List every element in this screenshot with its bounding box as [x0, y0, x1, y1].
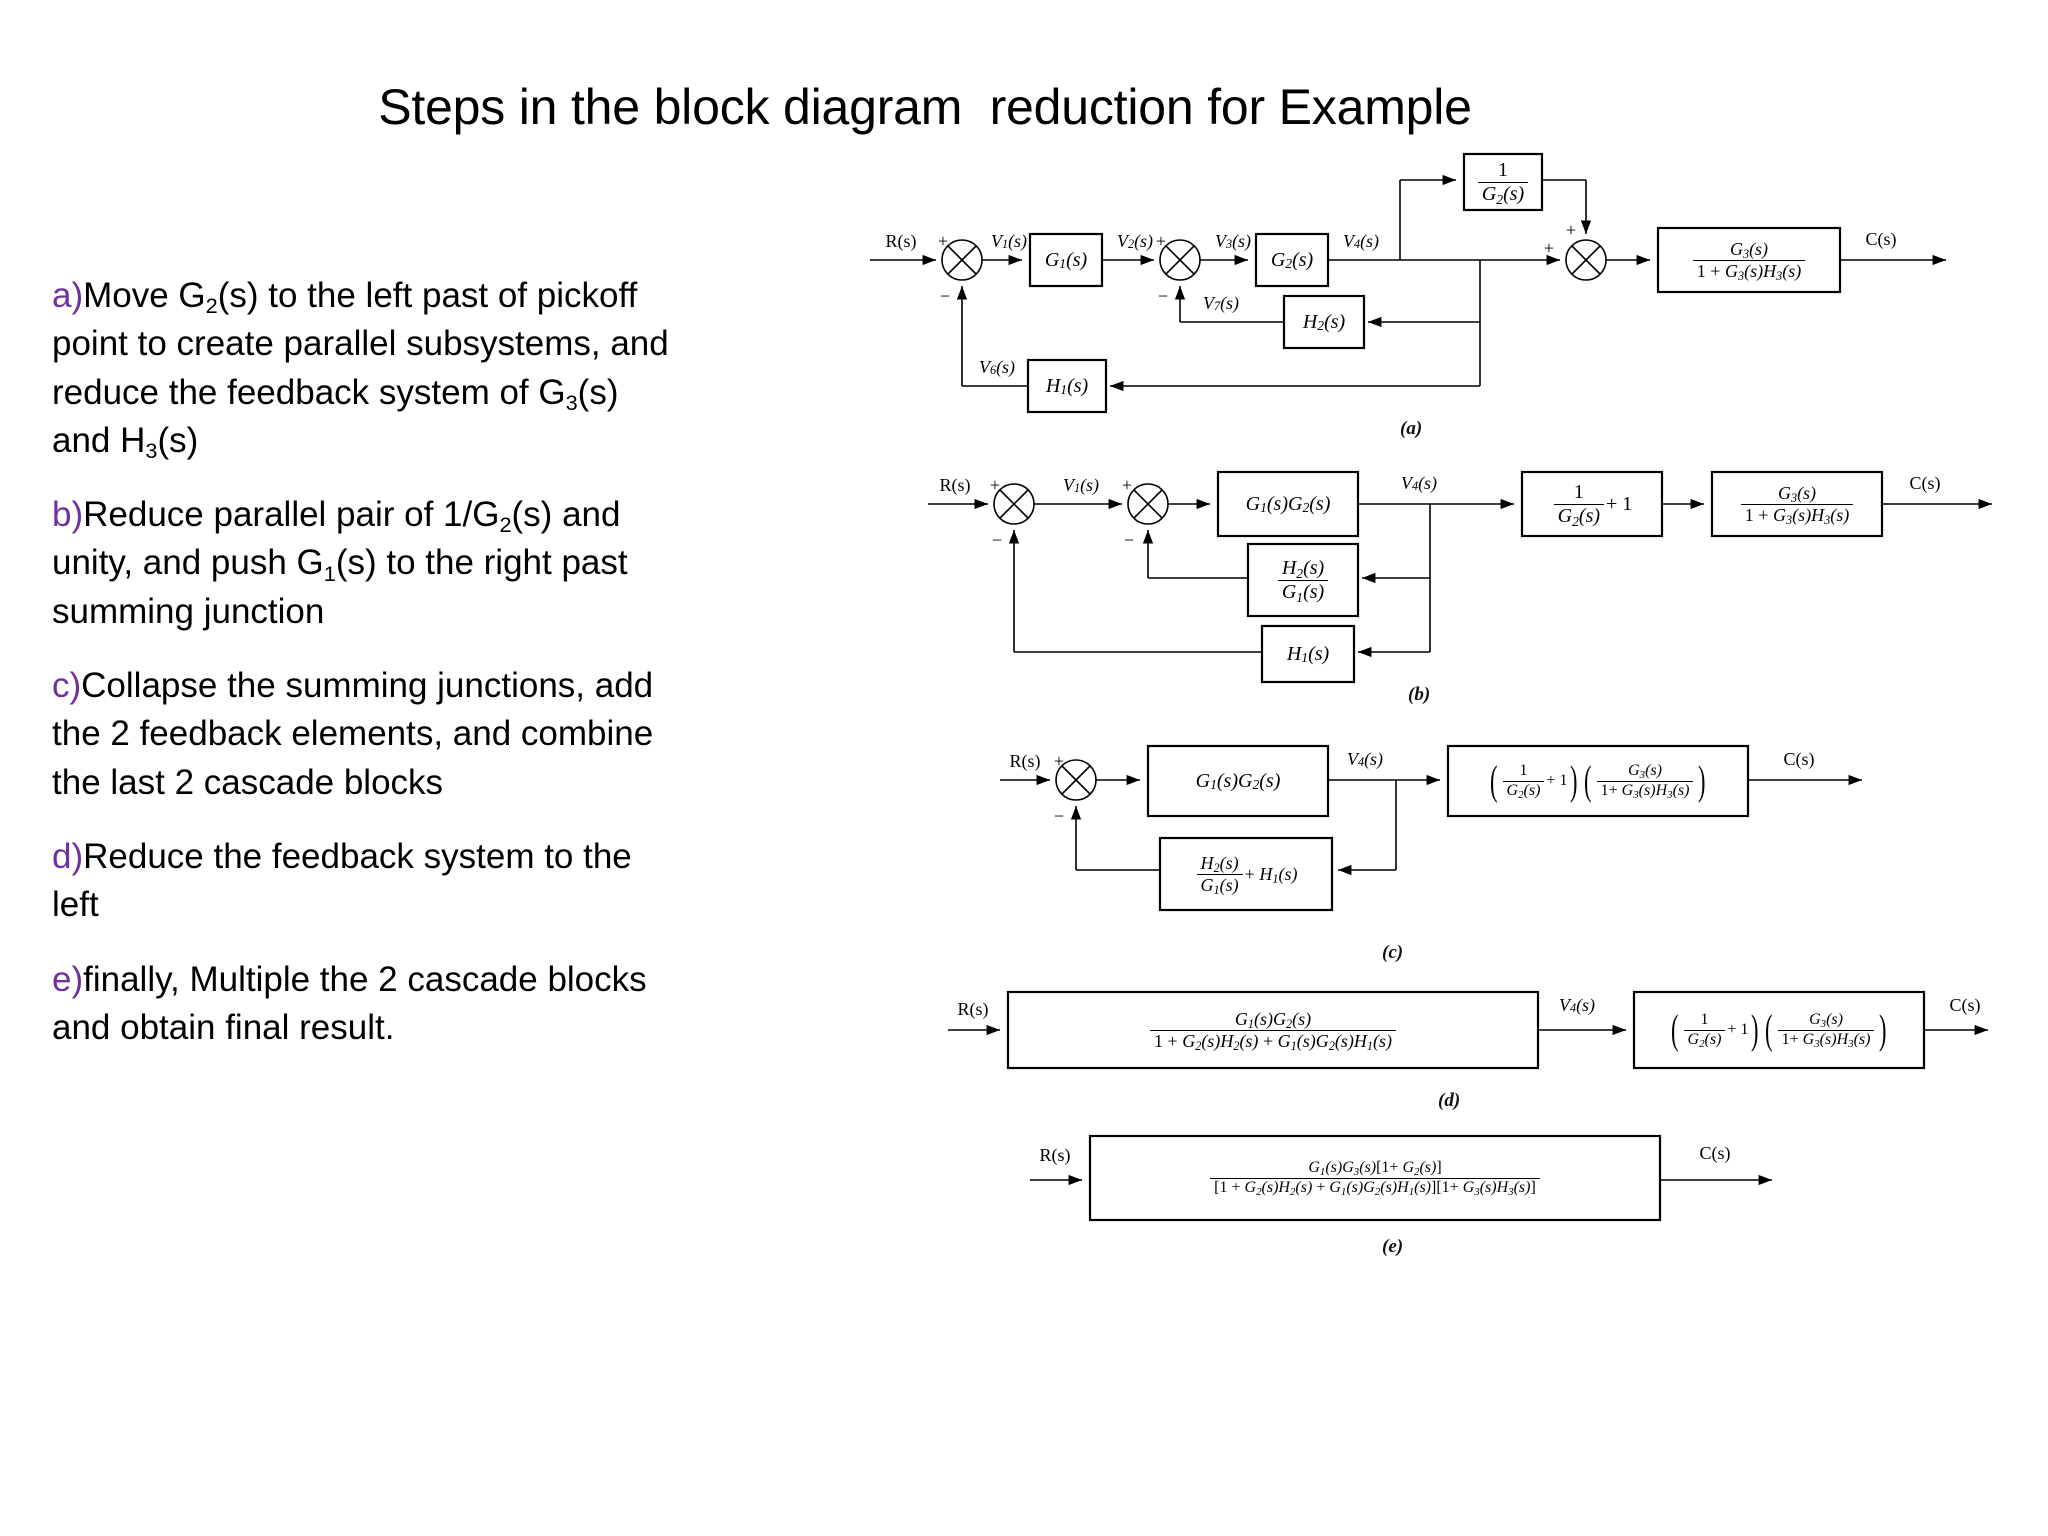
- block-combined-feedback: H2(s)G1(s)+ H1(s): [1160, 838, 1332, 910]
- list-item: e)finally, Multiple the 2 cascade blocks…: [52, 956, 672, 1053]
- block-g3-closed-loop: G3(s)1 + G3(s)H3(s): [1712, 472, 1882, 536]
- steps-list: a)Move G2(s) to the left past of pickoff…: [52, 272, 672, 1078]
- list-item: d)Reduce the feedback system to the left: [52, 833, 672, 930]
- block-final-transfer-function: G1(s)G3(s)[1+ G2(s)][1 + G2(s)H2(s) + G1…: [1090, 1136, 1660, 1220]
- signal-label-rs: R(s): [1009, 750, 1041, 771]
- list-item-marker: b): [52, 495, 84, 535]
- list-item-text: finally, Multiple the 2 cascade blocks a…: [52, 959, 647, 1047]
- sign-plus: +: [1155, 230, 1167, 251]
- figure-label-d: (d): [1438, 1090, 1461, 1111]
- list-item-text: Reduce parallel pair of 1/G2(s) and unit…: [52, 495, 628, 631]
- list-item-marker: e): [52, 959, 84, 999]
- block-g3-closed-loop: G3(s)1 + G3(s)H3(s): [1658, 228, 1840, 292]
- signal-label-rs: R(s): [957, 998, 989, 1019]
- signal-label-cs: C(s): [1699, 1142, 1731, 1163]
- signal-label-rs: R(s): [939, 474, 971, 495]
- sign-plus: +: [1543, 237, 1555, 258]
- signal-label-cs: C(s): [1949, 994, 1981, 1015]
- list-item: b)Reduce parallel pair of 1/G2(s) and un…: [52, 491, 672, 636]
- sign-plus: +: [989, 474, 1001, 495]
- figure-label-a: (a): [1400, 418, 1423, 439]
- sign-plus: +: [1565, 219, 1577, 240]
- figure-label-e: (e): [1382, 1236, 1404, 1257]
- sign-minus: −: [991, 529, 1003, 550]
- list-item-text: Reduce the feedback system to the left: [52, 836, 632, 925]
- figure-label-b: (b): [1408, 684, 1431, 705]
- signal-label-rs: R(s): [1039, 1144, 1071, 1165]
- sign-plus: +: [1053, 750, 1065, 771]
- signal-label-rs: R(s): [885, 230, 917, 251]
- figure-e: R(s) G1(s)G3(s)[1+ G2(s)][1 + G2(s)H2(s)…: [1020, 1118, 1980, 1257]
- signal-label-cs: C(s): [1865, 228, 1897, 249]
- list-item-marker: c): [52, 666, 82, 706]
- list-item-marker: a): [52, 276, 84, 315]
- block-h2-over-g1: H2(s)G1(s): [1248, 544, 1358, 616]
- sign-plus: +: [937, 230, 949, 251]
- list-item-text: Collapse the summing junctions, add the …: [52, 666, 654, 802]
- signal-label-cs: C(s): [1909, 472, 1941, 493]
- sign-minus: −: [1123, 529, 1135, 550]
- list-item-text: Move G2(s) to the left past of pickoff p…: [52, 276, 669, 463]
- page-title: Steps in the block diagram reduction for…: [378, 79, 1472, 135]
- figure-d: R(s) G1(s)G2(s)1 + G2(s)H2(s) + G1(s)G2(…: [938, 968, 1998, 1111]
- block-reduced-feedback: G1(s)G2(s)1 + G2(s)H2(s) + G1(s)G2(s)H1(…: [1008, 992, 1538, 1068]
- list-item-marker: d): [52, 836, 84, 876]
- signal-label-cs: C(s): [1783, 748, 1815, 769]
- sign-minus: −: [1053, 805, 1065, 826]
- figure-label-c: (c): [1382, 942, 1404, 963]
- sign-plus: +: [1121, 474, 1133, 495]
- sign-minus: −: [1157, 285, 1169, 306]
- sign-minus: −: [939, 285, 951, 306]
- list-item: a)Move G2(s) to the left past of pickoff…: [52, 272, 672, 465]
- list-item: c)Collapse the summing junctions, add th…: [52, 662, 672, 807]
